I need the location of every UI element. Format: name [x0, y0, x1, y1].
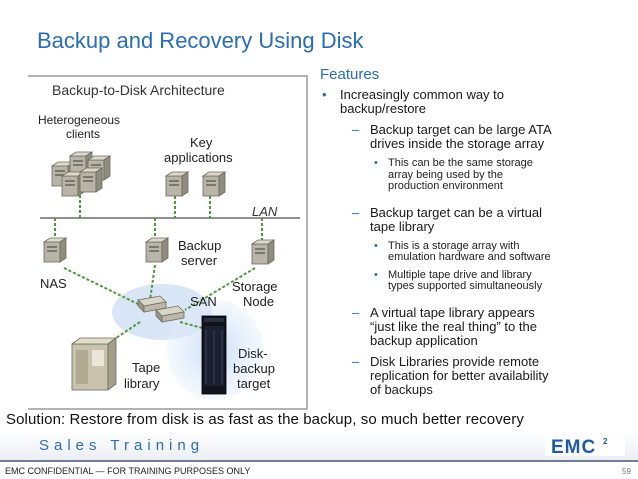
tape-library: [70, 337, 118, 391]
backup-label: Backup: [178, 238, 221, 253]
bullet-line: Backup target can be a virtual: [370, 204, 542, 220]
lan-connections: [54, 185, 263, 240]
features-heading: Features: [320, 66, 380, 83]
backup-server: [145, 237, 169, 263]
bullet-line: emulation hardware and software: [388, 251, 551, 263]
diagram-frame: [28, 75, 308, 410]
storage-label: Storage: [232, 279, 278, 294]
bullet-dash: –: [352, 122, 360, 137]
bullet-dot: •: [322, 87, 327, 102]
bullet-line: of backups: [370, 381, 433, 397]
slide-title: Backup and Recovery Using Disk: [37, 28, 364, 53]
bullet-dot: •: [374, 157, 378, 169]
backup-target-label-2: target: [237, 376, 271, 391]
clients-label-2: clients: [66, 127, 100, 141]
bullet-line: “just like the real thing” to the: [370, 318, 537, 334]
san-label: SAN: [190, 294, 217, 309]
key-applications: [165, 171, 226, 197]
clients-label-1: Heterogeneous: [38, 113, 120, 127]
server-label: server: [181, 253, 218, 268]
bullet-line: This can be the same storage: [388, 157, 533, 169]
backup-target-label-1: backup: [233, 361, 275, 376]
lan-label: LAN: [252, 204, 278, 219]
bullet-dash: –: [352, 204, 360, 220]
bullet-line: tape library: [370, 218, 435, 234]
bullet-dash: –: [352, 304, 360, 320]
emc-logo: EMC 2: [545, 436, 625, 456]
features-list: • Increasingly common way to backup/rest…: [322, 88, 634, 404]
bullet-level2: – Backup target can be large ATA drives …: [322, 123, 634, 151]
bullet-line: Disk Libraries provide remote: [370, 353, 540, 369]
bullet-line: production environment: [388, 180, 503, 192]
footer-band: [0, 432, 638, 460]
bullet-level2: – Disk Libraries provide remote replicat…: [322, 353, 634, 397]
disk-label: Disk-: [238, 346, 268, 361]
bullet-line: array being used by the: [388, 168, 503, 181]
bullet-dot: •: [374, 239, 378, 252]
disk-backup-array: [201, 315, 227, 395]
page-number: 59: [622, 467, 631, 476]
nas-label: NAS: [40, 276, 67, 291]
confidential-notice: EMC CONFIDENTIAL — FOR TRAINING PURPOSES…: [5, 466, 251, 476]
bullet-level1: • Increasingly common way to backup/rest…: [322, 88, 634, 116]
san-switches: [137, 295, 185, 323]
footer-divider: [0, 460, 638, 462]
emc-logo-sup: 2: [603, 437, 608, 446]
bullet-line: replication for better availability: [370, 367, 549, 383]
library-label: library: [124, 376, 160, 391]
bullet-level3: • This is a storage array with emulation…: [322, 239, 634, 264]
bullet-line: drives inside the storage array: [370, 136, 545, 151]
applications-label: applications: [164, 150, 233, 165]
bullet-line: A virtual tape library appears: [370, 304, 535, 320]
storage-node: [251, 239, 275, 265]
node-label: Node: [243, 294, 274, 309]
bullet-line: Multiple tape drive and library: [388, 268, 532, 281]
bullet-level3: • This can be the same storage array bei…: [322, 157, 634, 193]
bullet-line: Backup target can be large ATA: [370, 122, 552, 137]
bullet-level3: • Multiple tape drive and library types …: [322, 268, 634, 293]
diagram-heading: Backup-to-Disk Architecture: [52, 82, 225, 98]
bullet-line: backup/restore: [340, 101, 426, 116]
bullet-dot: •: [374, 268, 378, 281]
emc-logo-text: EMC: [551, 437, 596, 456]
sales-training-label: Sales Training: [39, 437, 205, 454]
bullet-dash: –: [352, 353, 360, 369]
nas-device: [43, 237, 67, 263]
bullet-line: This is a storage array with: [388, 239, 520, 252]
bullet-level2: – Backup target can be a virtual tape li…: [322, 204, 634, 234]
bullet-line: backup application: [370, 332, 478, 348]
heterogeneous-clients: [51, 151, 111, 197]
bullet-line: types supported simultaneously: [388, 280, 543, 292]
key-label: Key: [190, 135, 213, 150]
bullet-level2: – A virtual tape library appears “just l…: [322, 304, 634, 348]
solution-statement: Solution: Restore from disk is as fast a…: [6, 411, 524, 428]
bullet-line: Increasingly common way to: [340, 87, 505, 102]
tape-label: Tape: [132, 360, 160, 375]
